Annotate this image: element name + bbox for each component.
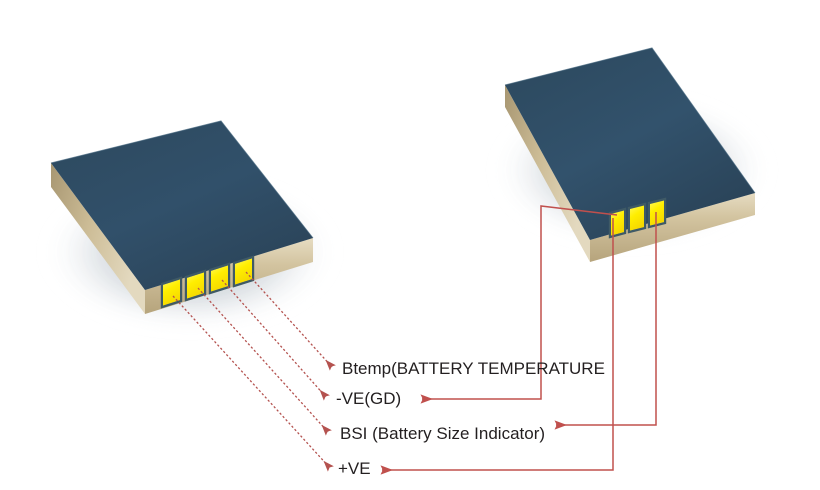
right-battery[interactable] — [504, 47, 756, 262]
left-battery-pad-2[interactable] — [184, 269, 207, 302]
right-battery-pad-2[interactable] — [627, 202, 647, 234]
left-battery-top-face — [51, 121, 313, 290]
label-pve: +VE — [338, 459, 371, 478]
right-battery-front-face — [590, 193, 755, 262]
right-battery-left-face — [505, 85, 590, 262]
label-btemp: Btemp(BATTERY TEMPERATURE — [342, 359, 605, 378]
label-bsi: BSI (Battery Size Indicator) — [340, 424, 546, 443]
leader-left-to-pve — [172, 295, 334, 472]
leader-right-to-ve — [420, 205, 618, 404]
left-leader-lines — [172, 271, 336, 472]
left-battery-left-face — [51, 163, 145, 314]
left-battery-pad-4[interactable] — [232, 255, 255, 288]
right-battery-pad-3[interactable] — [647, 197, 667, 229]
leader-left-to-btemp — [245, 271, 336, 371]
leader-right-to-pve — [380, 218, 614, 475]
left-battery-pad-1[interactable] — [160, 276, 183, 309]
left-battery[interactable] — [50, 120, 314, 314]
left-battery-pad-3[interactable] — [208, 262, 231, 295]
right-leader-lines — [380, 205, 657, 475]
right-battery-pad-1[interactable] — [608, 207, 627, 239]
leader-left-to-bsi — [197, 287, 332, 436]
label-ve-gd: -VE(GD) — [336, 389, 402, 408]
leader-right-to-bsi — [554, 212, 657, 430]
right-battery-top-face — [505, 48, 755, 240]
right-battery-contact-pads[interactable] — [608, 197, 667, 239]
